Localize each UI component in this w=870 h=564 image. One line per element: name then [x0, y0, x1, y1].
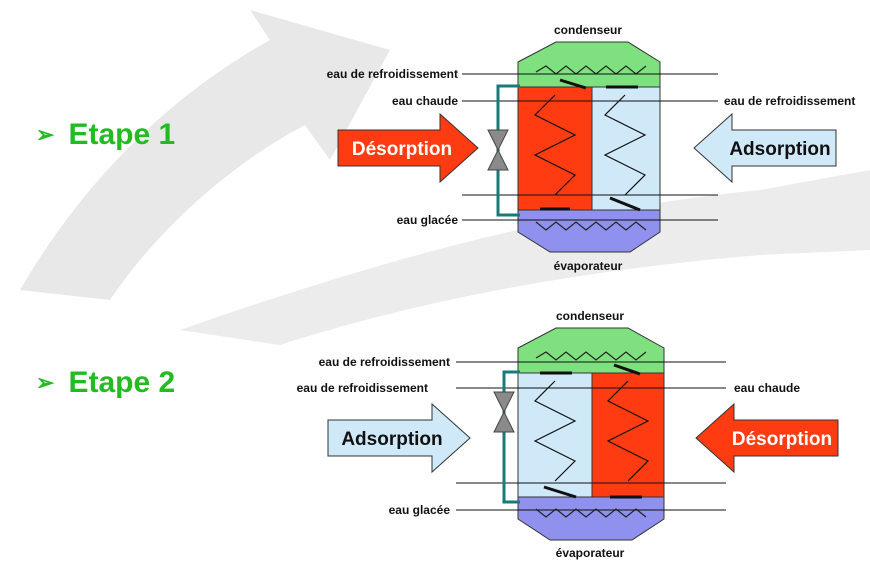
hot-bed-1	[517, 86, 593, 211]
stage-2-left-label-1: eau de refroidissement	[297, 381, 428, 395]
hot-bed-coil-1	[533, 94, 577, 196]
adsorption-arrow-2	[327, 402, 471, 474]
expansion-valve-1-top	[487, 129, 509, 152]
adsorption-arrow-1-label: Adsorption	[729, 139, 830, 160]
desorption-arrow-1	[337, 112, 479, 184]
stage-2-title-text: Etape 2	[68, 366, 176, 399]
condenser-label-2: condenseur	[556, 309, 624, 323]
stage-1-left-label-2: eau glacée	[397, 213, 459, 227]
stage-2-title: ➢ Etape 2	[36, 366, 175, 400]
desorption-arrow-2-label: Désorption	[732, 429, 832, 450]
desorption-arrow-1-label: Désorption	[352, 139, 452, 160]
hot-bed-2	[591, 372, 665, 498]
valve-flap-2b	[613, 363, 641, 376]
expansion-valve-2-bottom	[493, 410, 515, 433]
refrigerant-pipe-2	[502, 370, 520, 504]
evaporator-label-1: évaporateur	[554, 259, 623, 273]
adsorption-arrow-2-label: Adsorption	[341, 429, 442, 450]
evaporator-coil-1	[535, 221, 647, 231]
cold-bed-2	[517, 372, 593, 498]
evaporator-label-2: évaporateur	[556, 546, 625, 560]
stage-1-title: ➢ Etape 1	[36, 118, 175, 152]
condenser-coil-2	[535, 351, 647, 361]
valve-flap-1d	[609, 196, 641, 212]
desorption-arrow-2	[695, 402, 839, 474]
expansion-valve-1-bottom	[487, 148, 509, 171]
cold-bed-1	[591, 86, 661, 211]
stage-2-left-label-0: eau de refroidissement	[319, 355, 450, 369]
valve-flap-1a	[559, 78, 587, 90]
hot-bed-coil-2	[606, 380, 650, 482]
valve-flap-2c	[543, 485, 577, 499]
stage-1-left-label-1: eau chaude	[392, 94, 458, 108]
expansion-valve-2-top	[493, 391, 515, 414]
cold-bed-coil-1	[603, 94, 647, 196]
stage-1-title-text: Etape 1	[68, 118, 176, 151]
adsorption-arrow-1	[693, 112, 837, 184]
stage-1-right-label-0: eau de refroidissement	[724, 94, 855, 108]
stage-2-left-label-2: eau glacée	[389, 503, 451, 517]
arrow-bullet-icon: ➢	[36, 370, 55, 395]
condenser-coil-1	[535, 65, 647, 75]
stage-1-left-label-0: eau de refroidissement	[327, 67, 458, 81]
condenser-2	[517, 327, 665, 374]
evaporator-2	[517, 496, 665, 541]
cold-bed-coil-2	[533, 380, 577, 482]
arrow-bullet-icon: ➢	[36, 122, 55, 147]
condenser-label-1: condenseur	[554, 23, 622, 37]
stage-2-right-label-0: eau chaude	[734, 381, 800, 395]
